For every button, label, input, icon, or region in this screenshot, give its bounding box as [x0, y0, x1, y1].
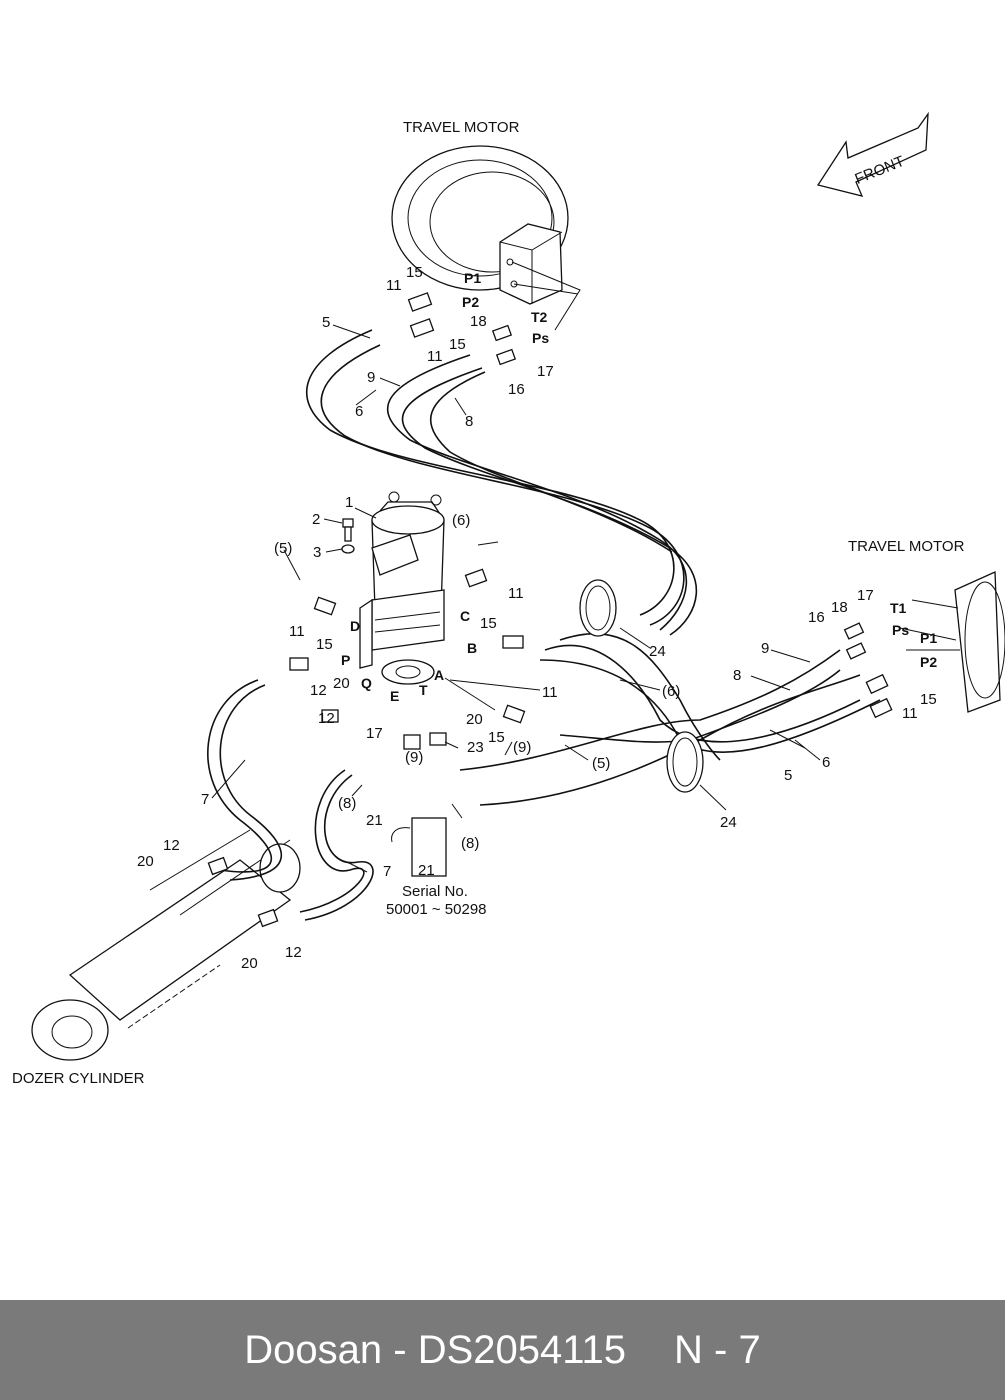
callout-9a: 9: [367, 369, 375, 386]
callout-16b: 16: [808, 609, 825, 626]
travel-motor-top: [391, 145, 581, 331]
callout-17c: 17: [366, 725, 383, 742]
footer-bar: Doosan - DS2054115 N - 7: [0, 1300, 1005, 1400]
callout-17b: 17: [857, 587, 874, 604]
callout-11a: 11: [386, 277, 402, 294]
front-arrow: FRONT: [816, 111, 929, 197]
hose-clamp-upper: [579, 579, 617, 637]
callout-15c: 15: [480, 615, 497, 632]
callout-12b: 12: [318, 710, 335, 727]
callout-p6a: (6): [452, 512, 470, 529]
callout-15f: 15: [920, 691, 937, 708]
serial-range: 50001 ~ 50298: [386, 901, 487, 918]
callout-15d: 15: [316, 636, 333, 653]
port-ps-top: Ps: [532, 330, 549, 346]
travel-motor-right-label: TRAVEL MOTOR: [848, 538, 965, 555]
port-p1-right: P1: [920, 630, 937, 646]
callout-23: 23: [467, 739, 484, 756]
callout-p9b: (9): [513, 739, 531, 756]
callout-12c: 12: [163, 837, 180, 854]
callout-2: 2: [312, 511, 320, 528]
hose-bundle: [306, 329, 881, 806]
port-t1-right: T1: [890, 600, 907, 616]
callout-11f: 11: [902, 705, 918, 722]
callout-24b: 24: [720, 814, 737, 831]
port-q: Q: [361, 675, 372, 691]
callout-11b: 11: [427, 348, 443, 365]
hose-clamp-lower: [666, 731, 704, 793]
swivel-joint: [359, 491, 445, 685]
callout-20a: 20: [333, 675, 350, 692]
callout-24a: 24: [649, 643, 666, 660]
port-a: A: [434, 667, 444, 683]
callout-11d: 11: [289, 623, 305, 640]
callout-7b: 7: [383, 863, 391, 880]
callout-p8: (8): [338, 795, 356, 812]
callout-p9a: (9): [405, 749, 423, 766]
callout-3: 3: [313, 544, 321, 561]
callout-9b: 9: [761, 640, 769, 657]
port-c: C: [460, 608, 470, 624]
callout-15a: 15: [406, 264, 423, 281]
serial-label: Serial No.: [402, 883, 468, 900]
footer-page-number: N - 7: [674, 1327, 761, 1372]
callout-21b: 21: [418, 862, 435, 879]
callout-20c: 20: [137, 853, 154, 870]
callout-p5b: (5): [592, 755, 610, 772]
callout-11c: 11: [508, 585, 524, 602]
callout-18b: 18: [831, 599, 848, 616]
dozer-cylinder: [31, 829, 301, 1061]
port-p: P: [341, 652, 350, 668]
callout-15b: 15: [449, 336, 466, 353]
callout-11e: 11: [542, 684, 558, 701]
callout-18a: 18: [470, 313, 487, 330]
travel-motor-right: [899, 571, 1005, 713]
port-p2-top: P2: [462, 294, 479, 310]
callout-6: 6: [355, 403, 363, 420]
callout-7a: 7: [201, 791, 209, 808]
callout-20b: 20: [466, 711, 483, 728]
callout-8b: 8: [733, 667, 741, 684]
callout-6b: 6: [822, 754, 830, 771]
callout-p5a: (5): [274, 540, 292, 557]
callout-20d: 20: [241, 955, 258, 972]
callout-p8b: (8): [461, 835, 479, 852]
bolt: [342, 518, 354, 542]
callout-16a: 16: [508, 381, 525, 398]
callout-5b: 5: [784, 767, 792, 784]
callout-5: 5: [322, 314, 330, 331]
callout-12d: 12: [285, 944, 302, 961]
leader-lines: [211, 324, 821, 873]
footer-part-number: Doosan - DS2054115: [244, 1327, 627, 1372]
port-e: E: [390, 688, 399, 704]
port-t2-top: T2: [531, 309, 548, 325]
dozer-hoses: [207, 679, 374, 921]
dozer-cylinder-label: DOZER CYLINDER: [12, 1070, 145, 1087]
callout-1: 1: [345, 494, 353, 511]
serial-inset: [391, 817, 447, 877]
callout-12a: 12: [310, 682, 327, 699]
port-ps-right: Ps: [892, 622, 909, 638]
callout-21a: 21: [366, 812, 383, 829]
port-b: B: [467, 640, 477, 656]
fittings: [207, 292, 893, 928]
washer: [341, 544, 355, 554]
callout-8a: 8: [465, 413, 473, 430]
port-d: D: [350, 618, 360, 634]
callout-15e: 15: [488, 729, 505, 746]
travel-motor-top-label: TRAVEL MOTOR: [403, 119, 520, 136]
hydraulic-diagram: FRONT TRAVEL MOTOR TRAVEL MOTOR: [12, 111, 1005, 1087]
port-t: T: [419, 682, 428, 698]
port-p1-top: P1: [464, 270, 481, 286]
port-p2-right: P2: [920, 654, 937, 670]
callout-17a: 17: [537, 363, 554, 380]
callout-p6b: (6): [662, 683, 680, 700]
